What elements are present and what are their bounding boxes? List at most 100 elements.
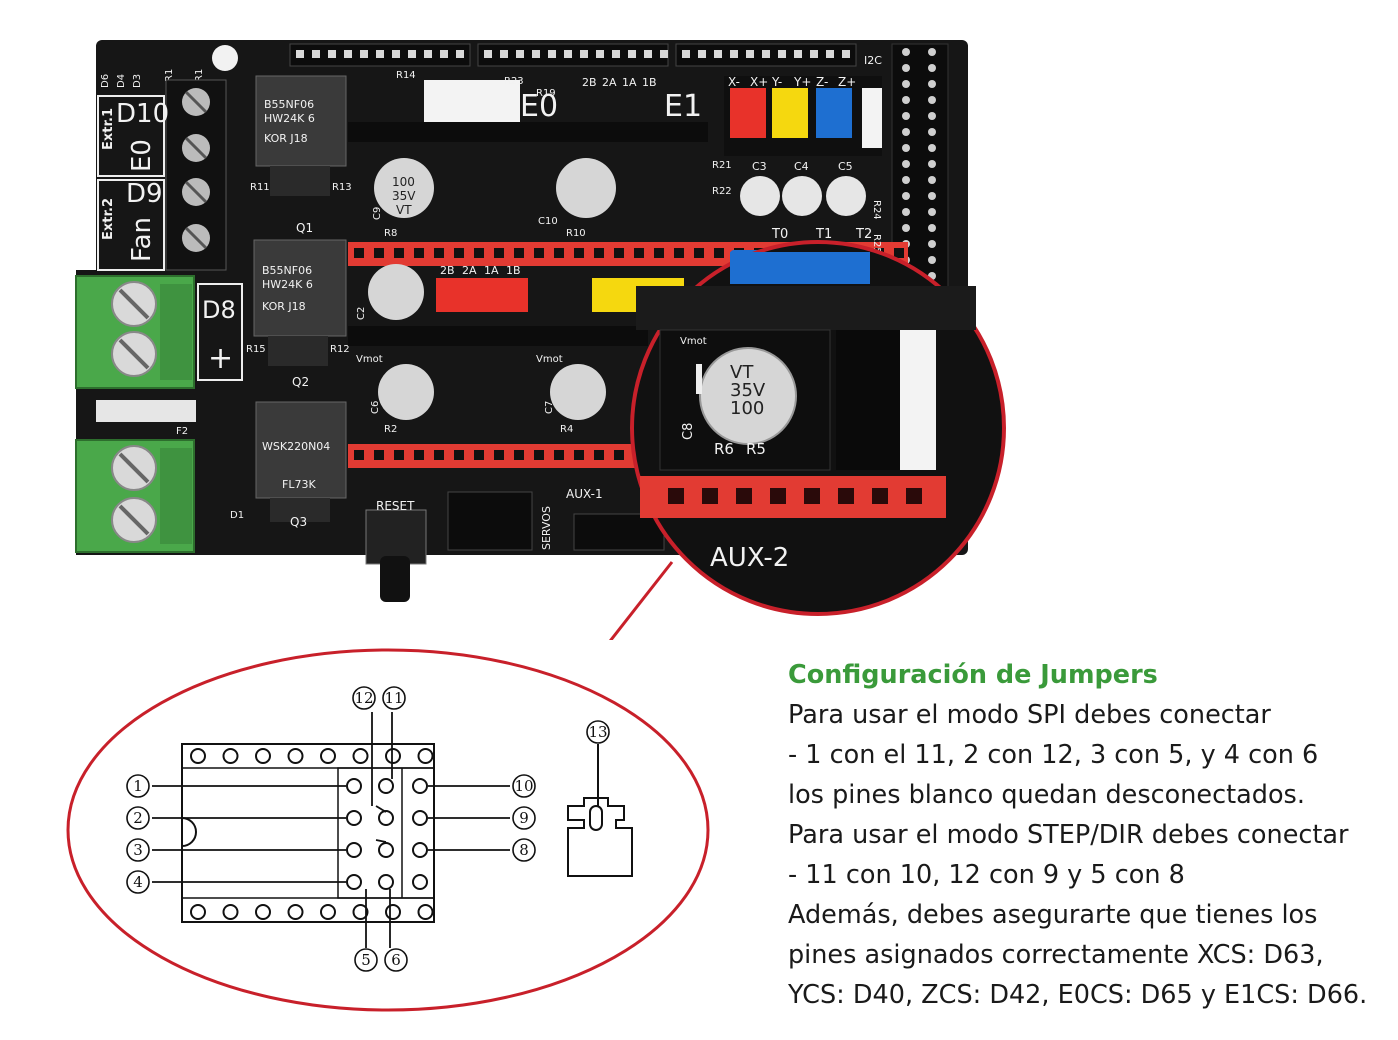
label-vmot-2: Vmot bbox=[536, 354, 563, 365]
label-t0: T0 bbox=[771, 227, 788, 242]
right-pin bbox=[902, 112, 910, 120]
label-i2c: I2C bbox=[864, 54, 882, 67]
zoom-red-pin bbox=[872, 488, 888, 504]
red-header-pin bbox=[474, 450, 484, 460]
pin-label-circle bbox=[382, 686, 406, 710]
driver-pin-top bbox=[352, 748, 369, 764]
red-header-pin bbox=[614, 450, 624, 460]
label-y-minus: Y- bbox=[771, 75, 782, 89]
info-line-5: - 11 con 10, 12 con 9 y 5 con 8 bbox=[788, 860, 1185, 890]
driver-pin-bottom bbox=[222, 904, 239, 920]
right-pin bbox=[928, 128, 936, 136]
label-2b-top: 2B bbox=[582, 76, 597, 89]
label-c9: C9 bbox=[372, 207, 383, 220]
jumper-pin-right bbox=[412, 842, 428, 858]
label-d8: D8 bbox=[202, 296, 236, 324]
pin-label-8: 8 bbox=[519, 841, 529, 859]
label-servos: SERVOS bbox=[540, 506, 553, 550]
pin-label-1: 1 bbox=[133, 777, 143, 795]
label-e1-slot: E1 bbox=[664, 89, 702, 124]
endstop-block bbox=[724, 76, 882, 156]
right-pin bbox=[928, 160, 936, 168]
q2-marking-2: HW24K 6 bbox=[262, 278, 313, 291]
driver-pin-bottom bbox=[255, 904, 271, 920]
zoom-cap-marking-1: VT bbox=[730, 362, 754, 383]
label-2a-top: 2A bbox=[602, 76, 617, 89]
top-pins bbox=[296, 50, 850, 58]
cap-marking-1: 100 bbox=[392, 175, 415, 189]
label-2a-mid: 2A bbox=[462, 264, 477, 277]
q3-marking-1: WSK220N04 bbox=[262, 440, 330, 453]
right-pin bbox=[902, 192, 910, 200]
zoom-red-pin bbox=[906, 488, 922, 504]
pin-label-circle bbox=[512, 806, 536, 830]
pin-label-11: 11 bbox=[384, 689, 403, 707]
driver-pin-top bbox=[320, 748, 336, 764]
power-terminal-bottom bbox=[75, 439, 195, 553]
top-pin bbox=[842, 50, 850, 58]
top-pin bbox=[500, 50, 508, 58]
label-t1: T1 bbox=[815, 227, 832, 242]
pin-label-circle bbox=[126, 806, 150, 830]
top-pin bbox=[328, 50, 336, 58]
jumper-block-outline bbox=[337, 767, 435, 899]
label-d1: D1 bbox=[230, 510, 244, 521]
aux1-header bbox=[573, 513, 665, 551]
driver-pin-top bbox=[190, 748, 206, 764]
top-pin bbox=[596, 50, 604, 58]
label-1a-top: 1A bbox=[622, 76, 637, 89]
pin-leader-line bbox=[375, 805, 387, 813]
red-header-pin bbox=[514, 248, 524, 258]
label-c10: C10 bbox=[538, 216, 558, 227]
right-pin bbox=[928, 192, 936, 200]
zoom-red-pin bbox=[668, 488, 684, 504]
top-pin bbox=[612, 50, 620, 58]
right-pin bbox=[928, 224, 936, 232]
red-header-pin bbox=[394, 450, 404, 460]
pin-label-13: 13 bbox=[588, 723, 607, 741]
right-pin bbox=[902, 224, 910, 232]
label-d6: D6 bbox=[100, 74, 111, 88]
pin-label-10: 10 bbox=[514, 777, 533, 795]
right-pin bbox=[928, 176, 936, 184]
d8-label-box bbox=[197, 283, 243, 381]
zoom-lens bbox=[630, 240, 1006, 616]
label-r10: R10 bbox=[566, 228, 586, 239]
right-pin bbox=[928, 256, 936, 264]
red-header-pin bbox=[434, 450, 444, 460]
label-c4: C4 bbox=[794, 160, 809, 173]
label-1b-mid: 1B bbox=[506, 264, 521, 277]
pin-label-circle bbox=[354, 948, 378, 972]
pin-label-2: 2 bbox=[133, 809, 143, 827]
top-pin-headers bbox=[289, 43, 857, 67]
label-q2: Q2 bbox=[292, 375, 309, 389]
top-pin bbox=[440, 50, 448, 58]
red-header-pin bbox=[894, 248, 904, 258]
pin-label-circle bbox=[512, 838, 536, 862]
label-x-minus: X- bbox=[728, 75, 740, 89]
pin-label-circle bbox=[126, 870, 150, 894]
label-r2: R2 bbox=[384, 424, 397, 435]
servo-header bbox=[447, 491, 533, 551]
jumper-pin-left bbox=[346, 778, 362, 794]
q1-marking-1: B55NF06 bbox=[264, 98, 314, 111]
label-z-plus: Z+ bbox=[838, 75, 856, 89]
reset-button bbox=[365, 509, 427, 565]
zoom-red-pin bbox=[770, 488, 786, 504]
top-pin bbox=[532, 50, 540, 58]
label-reset: RESET bbox=[376, 499, 415, 513]
info-line-2: - 1 con el 11, 2 con 12, 3 con 5, y 4 co… bbox=[788, 740, 1319, 770]
label-r13: R13 bbox=[332, 182, 352, 193]
label-f2: F2 bbox=[176, 426, 188, 437]
right-pin bbox=[928, 80, 936, 88]
red-header-pin bbox=[574, 450, 584, 460]
red-header-pin bbox=[414, 248, 424, 258]
top-pin bbox=[762, 50, 770, 58]
red-header-pin bbox=[654, 248, 664, 258]
top-pin bbox=[730, 50, 738, 58]
jumper-pin-right bbox=[412, 874, 428, 890]
top-pin bbox=[778, 50, 786, 58]
cap-marking-3: VT bbox=[396, 203, 412, 217]
label-x-plus: X+ bbox=[750, 75, 768, 89]
label-r25: R25 bbox=[871, 234, 882, 254]
